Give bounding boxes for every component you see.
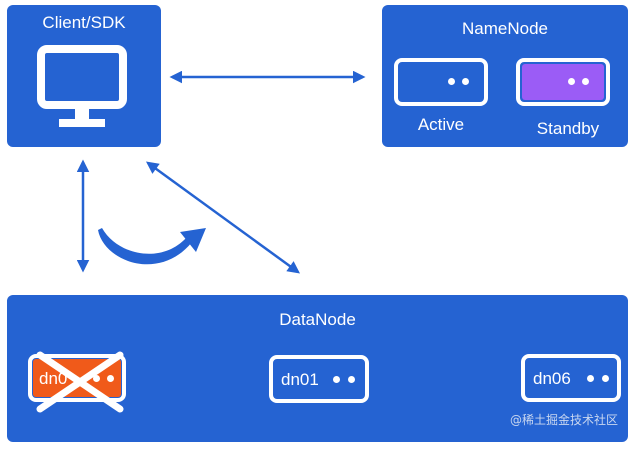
server-light [93, 375, 100, 382]
namenode-box: NameNode Active Standby [382, 5, 628, 147]
standby-label: Standby [536, 119, 600, 138]
namenode-label: NameNode [462, 19, 548, 38]
server-light [348, 376, 355, 383]
server-light [582, 78, 589, 85]
datanode-dn01-server: dn01 [269, 355, 369, 403]
server-light [568, 78, 575, 85]
client-sdk-label: Client/SDK [42, 13, 126, 32]
retry-curve-arrow [98, 228, 206, 265]
server-light [333, 376, 340, 383]
active-namenode-server [394, 58, 488, 106]
watermark: @稀土掘金技术社区 [509, 413, 618, 427]
server-light [448, 78, 455, 85]
datanode-client-diagonal-arrow [145, 161, 301, 274]
datanode-failed-label: dn0 [39, 369, 68, 388]
datanode-failed-server: dn0 [28, 351, 126, 413]
datanode-dn01-label: dn01 [281, 370, 319, 389]
client-sdk-box: Client/SDK [7, 5, 161, 147]
datanode-dn06-label: dn06 [533, 369, 571, 388]
standby-namenode-server [516, 58, 610, 106]
active-label: Active [417, 115, 465, 134]
datanode-label: DataNode [279, 310, 356, 329]
server-light [462, 78, 469, 85]
failed-cross-icon [36, 351, 124, 413]
server-light [107, 375, 114, 382]
server-light [602, 375, 609, 382]
monitor-icon [37, 45, 127, 127]
server-light [587, 375, 594, 382]
datanode-dn06-server: dn06 [521, 354, 621, 402]
datanode-box: DataNode dn0 dn01 dn06 @稀土掘金技术社区 [7, 295, 628, 442]
